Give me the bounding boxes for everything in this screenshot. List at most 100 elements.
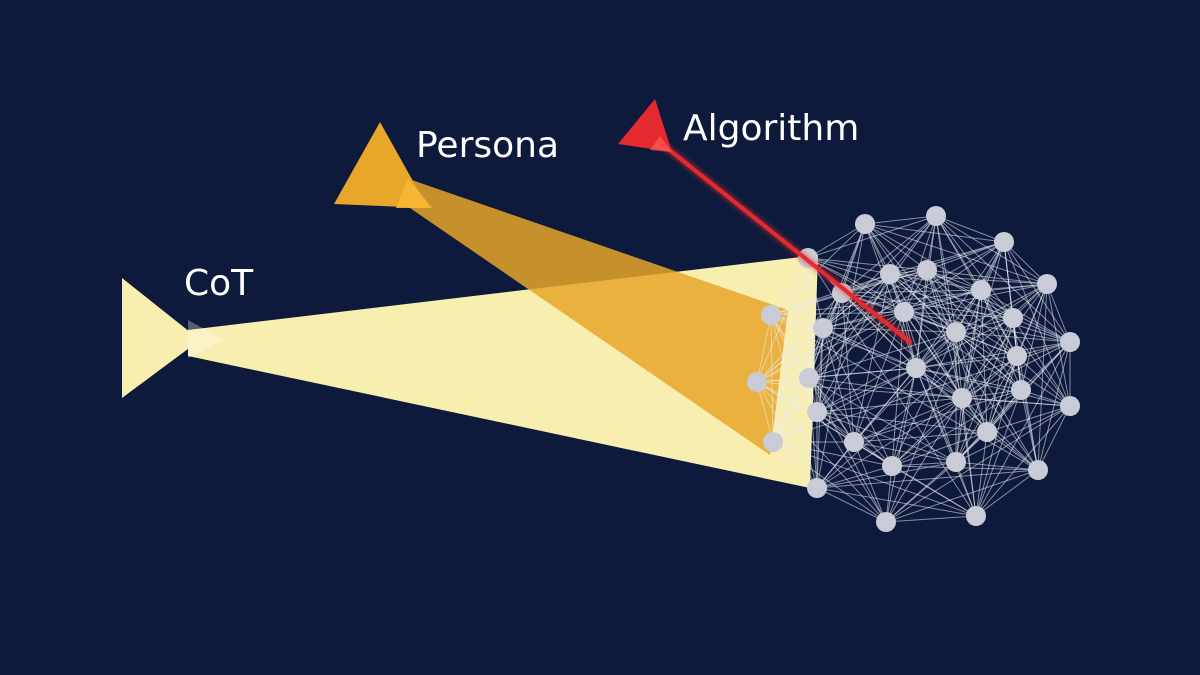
network-edge [772,441,893,467]
network-node [807,478,827,498]
network-edge [891,367,917,467]
network-edge [915,367,988,433]
network-edge [980,283,1048,291]
network-edge [926,269,1048,285]
network-node [966,506,986,526]
network-edge [1037,341,1071,471]
network-node [894,302,914,322]
network-edge [891,397,963,467]
network-edge [770,314,1039,471]
network-edge [756,257,809,383]
network-edge [1020,389,1039,471]
network-edge [1016,355,1039,471]
network-node [880,264,900,284]
network-edge [822,311,905,329]
network-node [761,305,781,325]
algorithm-beam [660,142,912,344]
network-edge [891,461,957,467]
network-edge [864,223,1005,243]
network-edge [889,241,1005,275]
network-edge [807,257,928,271]
network-edge [915,317,1014,369]
network-edge [955,331,1022,391]
network-edge [808,331,957,379]
network-edge [808,367,917,379]
network-node [1011,380,1031,400]
network-edge [980,289,1018,357]
network-edge [770,292,843,316]
network-edge [926,269,1014,319]
network-edge [935,215,957,333]
network-edge [961,283,1048,399]
network-edge [772,367,917,443]
network-edge [822,327,957,333]
network-edge [770,314,818,489]
network-edge [822,327,963,399]
network-edge [980,289,1071,407]
network-edge [841,215,937,294]
network-edge [1003,241,1071,343]
network-edge [853,311,905,443]
network-edge [853,431,988,443]
network-node [882,456,902,476]
network-edge [961,317,1014,399]
network-edge [841,292,1014,319]
network-edge [926,241,1005,271]
network-edge [853,331,957,443]
network-edge [756,381,818,413]
network-edge [955,317,1014,463]
network-edge [955,355,1018,463]
network-edge [807,223,866,259]
network-edge [822,327,855,443]
network-node [813,318,833,338]
network-edge [885,367,917,523]
network-edge [808,377,957,463]
algorithm-label: Algorithm [683,108,860,149]
persona-beam [406,178,788,455]
network-edge [807,215,937,259]
network-node [906,358,926,378]
network-edge [975,469,1039,517]
network-edge [891,465,1039,471]
network-node [1007,346,1027,366]
network-edge [756,292,843,383]
network-edge [986,355,1018,433]
network-edge [816,367,917,413]
network-edge [955,331,988,433]
network-edge [822,327,893,467]
network-edge [915,367,957,463]
network-edge [770,273,891,316]
network-edge [1037,405,1071,471]
network-edge [915,355,1018,369]
network-edge [772,441,887,523]
network-nodes [747,206,1080,532]
network-edge [915,367,1022,391]
algorithm-cone-highlight [650,136,672,152]
network-edge [885,469,1039,523]
network-node [1028,460,1048,480]
network-edge [1012,317,1071,407]
network-node [747,372,767,392]
network-edge [807,257,891,275]
network-node [946,322,966,342]
network-edge [903,311,963,399]
network-edge [807,257,818,413]
network-edge [975,389,1022,517]
network-edge [903,311,1022,391]
network-edge [961,289,982,399]
network-edge [841,292,917,369]
network-edge [770,314,810,379]
network-node [807,402,827,422]
network-edge [955,331,963,399]
network-edge [770,257,809,316]
network-edge [864,215,937,225]
network-node [971,280,991,300]
persona-cone-icon [334,122,428,208]
network-edge [841,289,982,294]
network-edge [816,331,957,413]
network-edge [935,215,1048,285]
algorithm-source [618,99,912,344]
network-edge [816,465,893,489]
network-edge [903,289,982,313]
